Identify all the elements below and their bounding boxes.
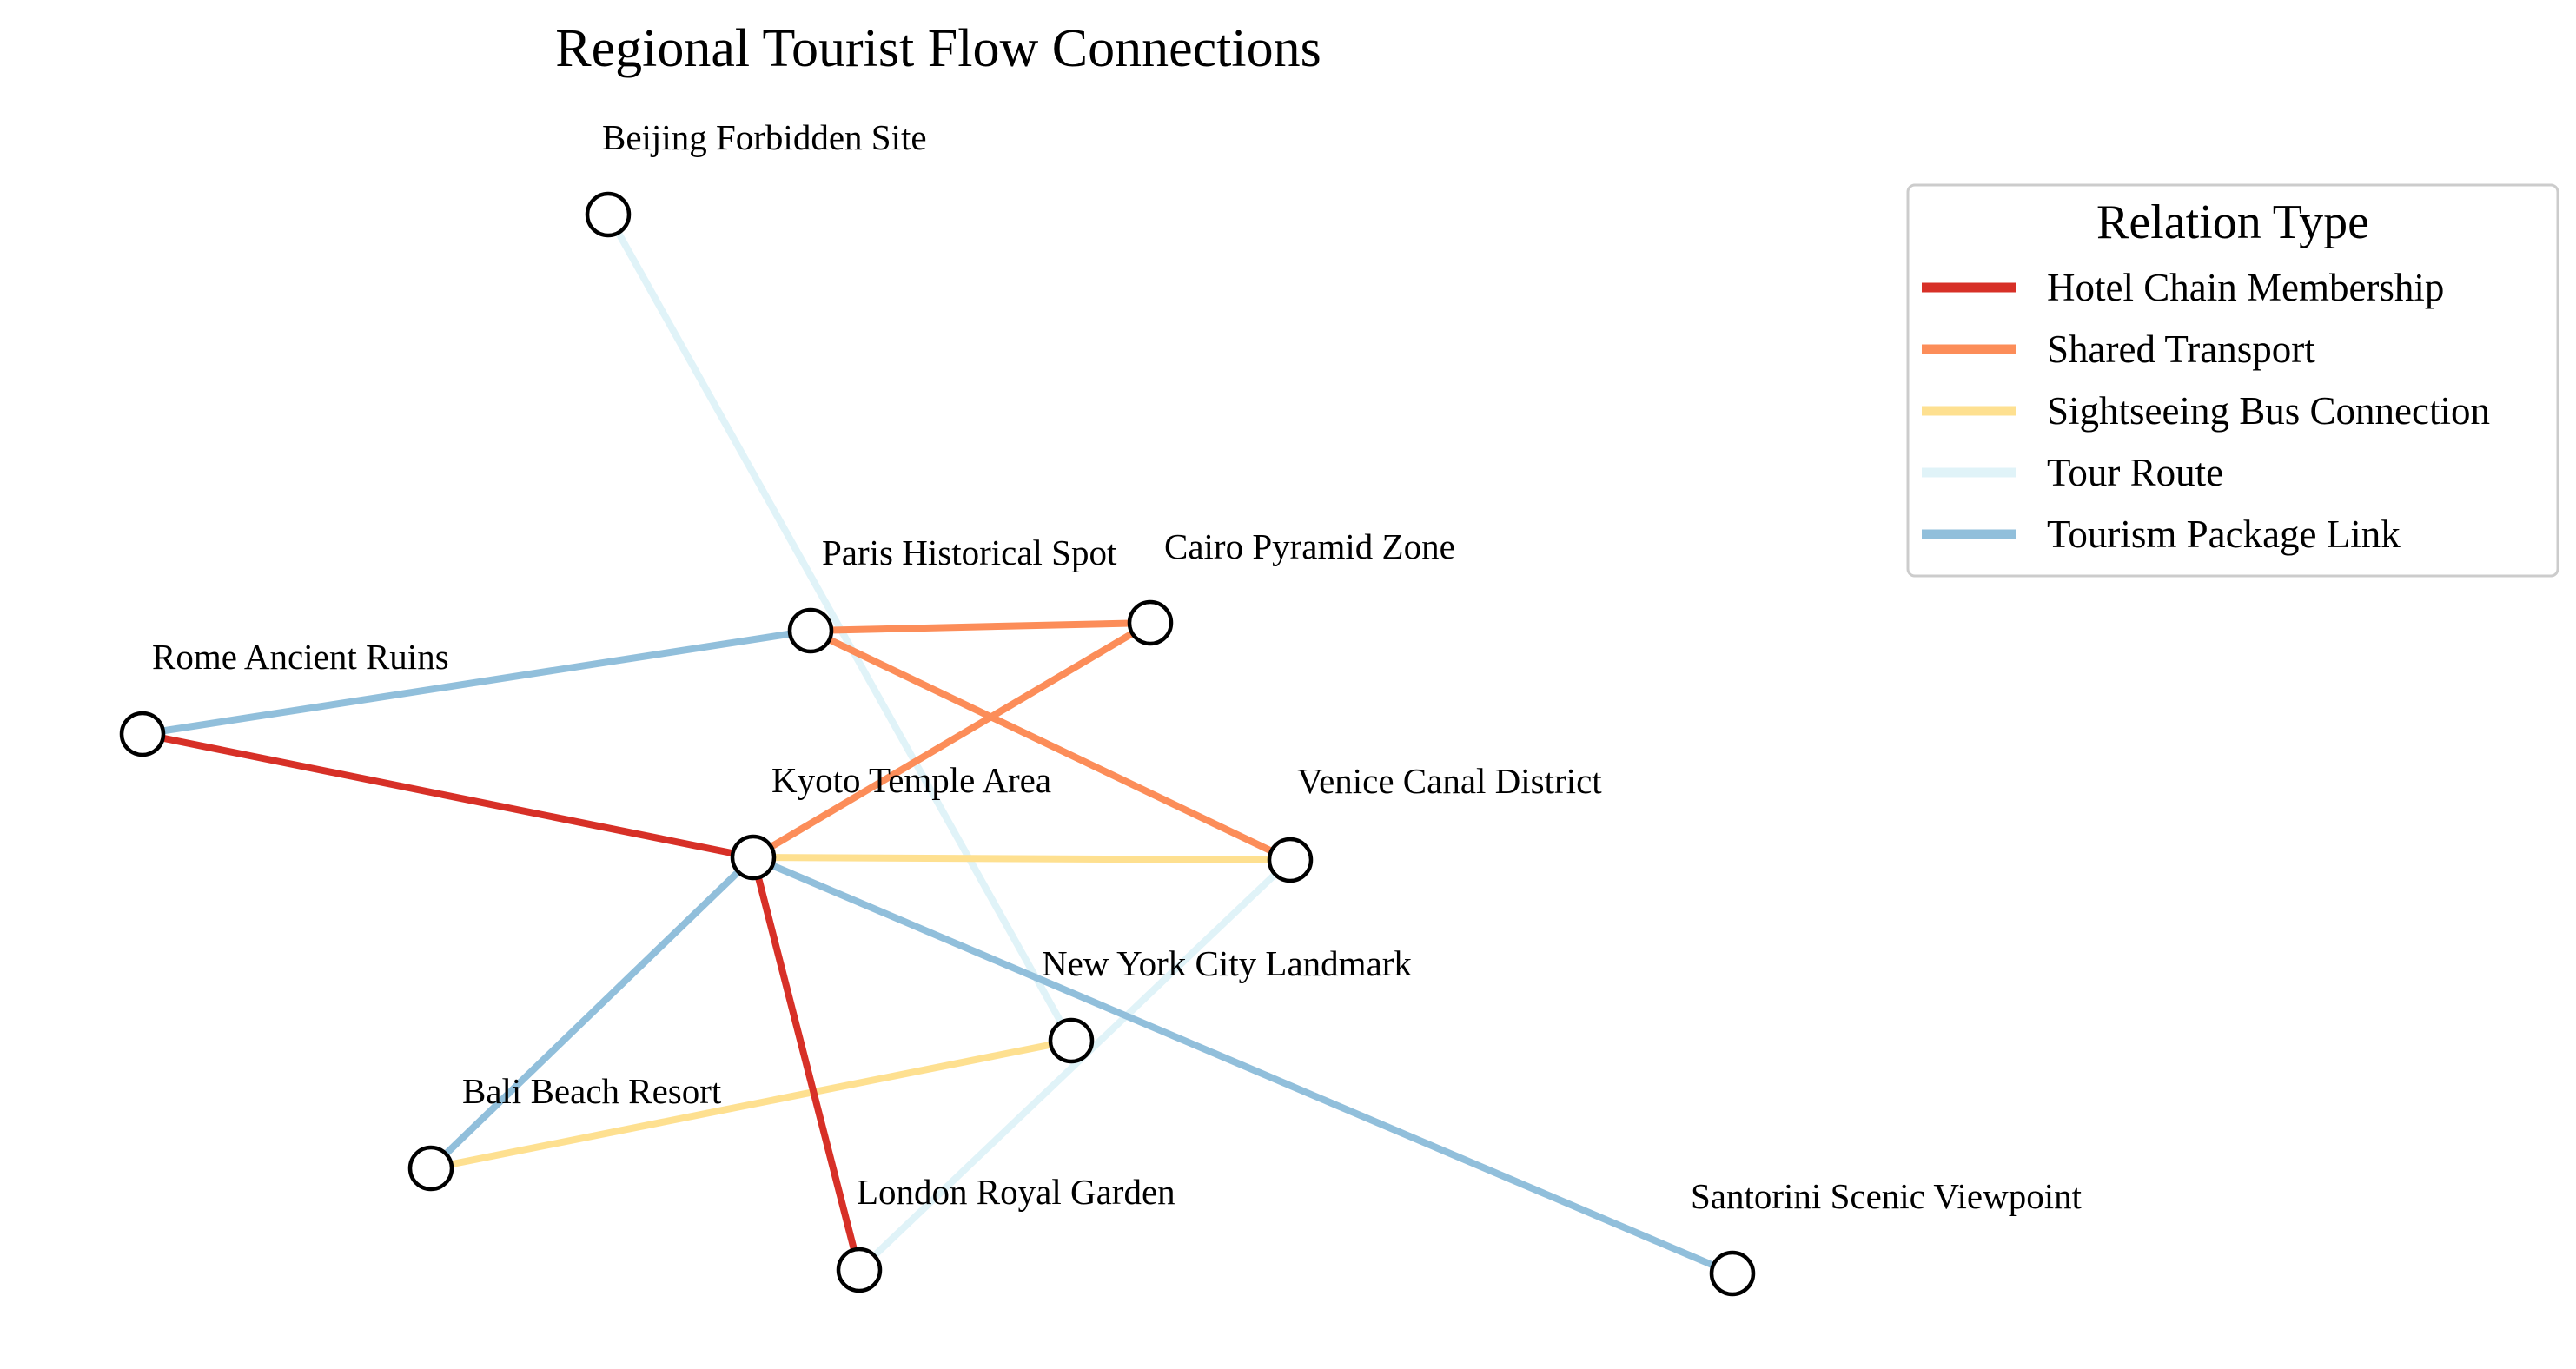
node-paris[interactable]: Paris Historical Spot — [787, 532, 1117, 654]
node-cairo[interactable]: Cairo Pyramid Zone — [1127, 526, 1455, 646]
node-london[interactable]: London Royal Garden — [836, 1172, 1175, 1293]
legend-item-hotel-chain-membership: Hotel Chain Membership — [1922, 266, 2444, 309]
edge-bali-nyc — [427, 1037, 1075, 1172]
node-label: Kyoto Temple Area — [771, 760, 1051, 800]
node-kyoto[interactable]: Kyoto Temple Area — [730, 760, 1051, 881]
node-circle[interactable] — [407, 1145, 454, 1192]
node-label: Rome Ancient Ruins — [152, 637, 449, 677]
node-label: Paris Historical Spot — [822, 532, 1117, 572]
legend-item-sightseeing-bus-connection: Sightseeing Bus Connection — [1922, 389, 2490, 433]
legend-label: Hotel Chain Membership — [2047, 266, 2444, 309]
legend-item-shared-transport: Shared Transport — [1922, 327, 2315, 371]
edge-venice-london — [856, 856, 1294, 1273]
node-circle[interactable] — [1709, 1250, 1756, 1297]
legend-label: Shared Transport — [2047, 327, 2315, 371]
edge-kyoto-london — [750, 854, 863, 1273]
edge-rome-paris — [139, 627, 814, 737]
node-circle[interactable] — [1127, 599, 1174, 646]
node-circle[interactable] — [119, 711, 166, 757]
legend-title: Relation Type — [2096, 195, 2369, 249]
node-label: London Royal Garden — [857, 1172, 1175, 1212]
edge-kyoto-cairo — [750, 619, 1154, 861]
node-rome[interactable]: Rome Ancient Ruins — [119, 637, 449, 757]
node-label: Beijing Forbidden Site — [602, 117, 927, 157]
node-nyc[interactable]: New York City Landmark — [1042, 943, 1412, 1064]
edge-rome-kyoto — [139, 731, 757, 861]
edge-paris-venice — [807, 627, 1294, 863]
node-circle[interactable] — [787, 607, 834, 654]
node-label: New York City Landmark — [1042, 943, 1412, 983]
edge-kyoto-bali — [427, 854, 757, 1172]
legend-label: Tourism Package Link — [2047, 513, 2401, 556]
edge-kyoto-venice — [750, 854, 1294, 863]
edge-paris-cairo — [807, 619, 1154, 634]
node-santorini[interactable]: Santorini Scenic Viewpoint — [1691, 1176, 2083, 1297]
edges-layer — [139, 211, 1736, 1277]
legend-item-tourism-package-link: Tourism Package Link — [1922, 513, 2401, 556]
legend-frame — [1906, 183, 2559, 578]
node-label: Bali Beach Resort — [462, 1071, 722, 1111]
legend-label: Sightseeing Bus Connection — [2047, 389, 2490, 433]
legend: Relation Type Hotel Chain MembershipShar… — [1906, 183, 2559, 578]
edge-kyoto-santorini — [750, 854, 1736, 1277]
node-circle[interactable] — [730, 834, 777, 881]
node-venice[interactable]: Venice Canal District — [1267, 761, 1602, 883]
legend-item-tour-route: Tour Route — [1922, 451, 2223, 494]
node-beijing[interactable]: Beijing Forbidden Site — [585, 117, 927, 238]
node-circle[interactable] — [1267, 837, 1314, 883]
node-bali[interactable]: Bali Beach Resort — [407, 1071, 722, 1192]
node-label: Venice Canal District — [1297, 761, 1602, 801]
diagram-title: Regional Tourist Flow Connections — [555, 19, 1321, 78]
node-circle[interactable] — [585, 191, 632, 238]
node-label: Santorini Scenic Viewpoint — [1691, 1176, 2083, 1216]
node-circle[interactable] — [1048, 1017, 1095, 1064]
node-circle[interactable] — [836, 1247, 883, 1293]
legend-label: Tour Route — [2047, 451, 2223, 494]
node-label: Cairo Pyramid Zone — [1164, 526, 1455, 566]
